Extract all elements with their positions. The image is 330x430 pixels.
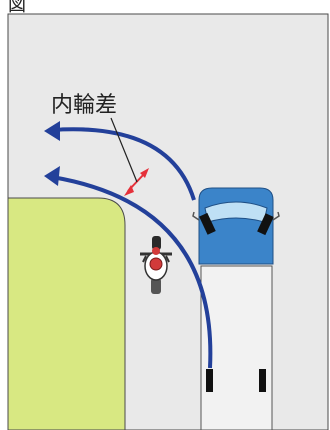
motorcycle-front-wheel: [152, 236, 161, 250]
motorcycle-rear-wheel: [151, 278, 161, 294]
roadside-area: [7, 197, 126, 430]
truck-mirror-left: [199, 212, 216, 235]
truck-rear-wheel-left: [206, 369, 213, 392]
difference-measure-head-1: [124, 185, 134, 196]
inner-turn-path: [51, 175, 213, 369]
truck-mirror-right: [257, 213, 274, 236]
figure-number-label: 図: [8, 0, 26, 16]
motorcycle-rider-icon: [140, 236, 172, 294]
truck-topview-icon: [192, 187, 280, 430]
truck-cargo-body: [200, 265, 273, 430]
annotation-label: 内輪差: [51, 93, 117, 118]
inner-arrowhead: [44, 166, 60, 186]
truck-rear-wheel-right: [259, 369, 266, 392]
outer-turn-path: [51, 127, 196, 201]
truck-mirror-arm-left: [192, 211, 200, 221]
rider-arms: [142, 255, 170, 263]
difference-measure-head-2: [140, 168, 149, 178]
annotation-leader-line: [110, 117, 138, 183]
motorcycle-headlight: [152, 247, 160, 255]
outer-arrowhead: [44, 121, 60, 141]
truck-mirror-arm-right: [272, 211, 280, 221]
rider-helmet: [149, 257, 163, 271]
